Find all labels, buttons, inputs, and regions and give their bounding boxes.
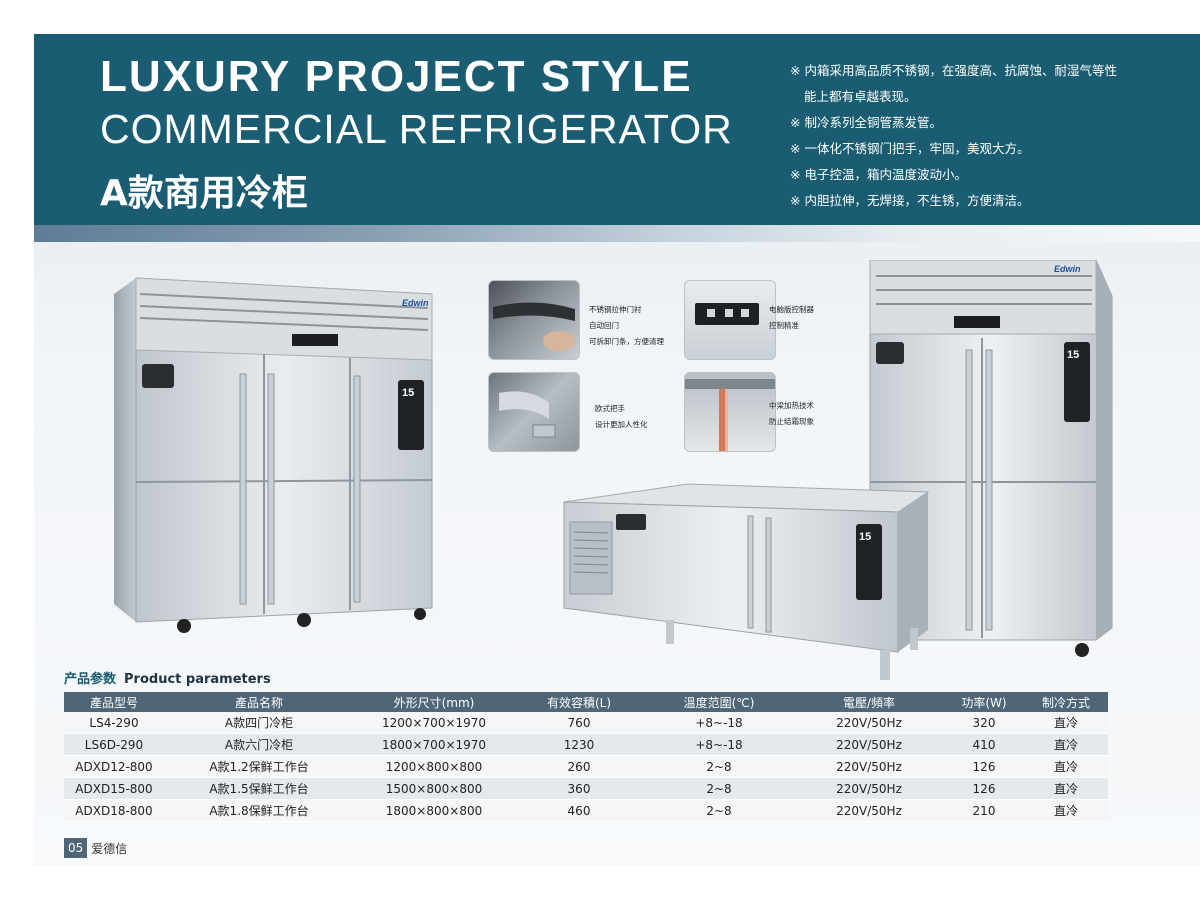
inset-caption-heating-beam: 中梁加热技术 防止结霜现象 bbox=[769, 398, 814, 430]
column-header: 制冷方式 bbox=[1024, 692, 1108, 712]
table-cell: LS4-290 bbox=[64, 712, 164, 734]
column-header: 產品名称 bbox=[164, 692, 354, 712]
caption-line: 不锈钢拉伸门衬 bbox=[589, 305, 642, 314]
workbench-fridge-image: 15 bbox=[563, 483, 930, 680]
table-cell: 220V/50Hz bbox=[794, 755, 944, 778]
table-cell: 2~8 bbox=[644, 799, 794, 822]
table-cell: A款六门冷柜 bbox=[164, 733, 354, 756]
six-door-fridge-image: Edwin 15 bbox=[114, 277, 433, 633]
table-cell: ADXD15-800 bbox=[64, 777, 164, 800]
table-cell: 直冷 bbox=[1024, 712, 1108, 734]
table-cell: 1230 bbox=[514, 733, 644, 756]
inset-caption-door-liner: 不锈钢拉伸门衬 自动回门 可拆卸门条，方便清理 bbox=[589, 302, 664, 350]
column-header: 外形尺寸(mm) bbox=[354, 692, 514, 712]
table-cell: 直冷 bbox=[1024, 755, 1108, 778]
feature-list: ※ 内箱采用高品质不锈钢，在强度高、抗腐蚀、耐湿气等性 能上都有卓越表现。 ※ … bbox=[790, 58, 1190, 214]
column-header: 溫度范圍(℃) bbox=[644, 692, 794, 712]
title-chinese: A款商用冷柜 bbox=[100, 173, 308, 214]
table-row: LS6D-290 A款六门冷柜 1800×700×1970 1230 +8~-1… bbox=[64, 733, 1108, 756]
feature-item: ※ 制冷系列全铜管蒸发管。 bbox=[790, 115, 942, 130]
table-cell: ADXD18-800 bbox=[64, 799, 164, 822]
feature-item: 能上都有卓越表现。 bbox=[804, 89, 917, 104]
column-header: 有效容積(L) bbox=[514, 692, 644, 712]
door-liner-inset-image bbox=[488, 280, 580, 360]
feature-item: ※ 电子控温，箱内温度波动小。 bbox=[790, 167, 967, 182]
catalog-page: LUXURY PROJECT STYLE COMMERCIAL REFRIGER… bbox=[34, 34, 1200, 866]
table-cell: 直冷 bbox=[1024, 799, 1108, 822]
table-cell: A款四门冷柜 bbox=[164, 712, 354, 734]
table-cell: A款1.5保鲜工作台 bbox=[164, 777, 354, 800]
table-cell: +8~-18 bbox=[644, 712, 794, 734]
controller-inset-image bbox=[684, 280, 776, 360]
brand-logo: Edwin bbox=[1054, 264, 1081, 274]
column-header: 產品型号 bbox=[64, 692, 164, 712]
table-row: ADXD18-800 A款1.8保鲜工作台 1800×800×800 460 2… bbox=[64, 799, 1108, 822]
page-number: 05 bbox=[64, 838, 88, 858]
feature-item: ※ 内胆拉伸，无焊接，不生锈，方便清洁。 bbox=[790, 193, 1030, 208]
table-row: ADXD15-800 A款1.5保鲜工作台 1500×800×800 360 2… bbox=[64, 777, 1108, 800]
table-cell: 220V/50Hz bbox=[794, 712, 944, 734]
table-row: ADXD12-800 A款1.2保鲜工作台 1200×800×800 260 2… bbox=[64, 755, 1108, 778]
footer-brand: 爱德信 bbox=[91, 841, 128, 856]
product-parameters-table: 產品型号 產品名称 外形尺寸(mm) 有效容積(L) 溫度范圍(℃) 電壓/頻率… bbox=[64, 692, 1108, 822]
table-cell: 320 bbox=[944, 712, 1024, 734]
caption-line: 自动回门 bbox=[589, 321, 619, 330]
title-line-1: LUXURY PROJECT STYLE bbox=[100, 52, 693, 101]
inset-caption-controller: 电脑版控制器 控制精准 bbox=[769, 302, 814, 334]
feature-item: ※ 内箱采用高品质不锈钢，在强度高、抗腐蚀、耐湿气等性 bbox=[790, 63, 1117, 78]
table-cell: LS6D-290 bbox=[64, 733, 164, 756]
table-cell: 直冷 bbox=[1024, 777, 1108, 800]
table-cell: A款1.2保鲜工作台 bbox=[164, 755, 354, 778]
four-door-fridge-image: Edwin 15 bbox=[869, 260, 1113, 657]
banner-gradient-strip bbox=[34, 225, 1200, 242]
table-row: LS4-290 A款四门冷柜 1200×700×1970 760 +8~-18 … bbox=[64, 712, 1108, 734]
caption-line: 设计更加人性化 bbox=[595, 420, 648, 429]
table-cell: 126 bbox=[944, 755, 1024, 778]
caption-line: 电脑版控制器 bbox=[769, 305, 814, 314]
table-cell: 460 bbox=[514, 799, 644, 822]
feature-item: ※ 一体化不锈钢门把手，牢固，美观大方。 bbox=[790, 141, 1030, 156]
handle-inset-image bbox=[488, 372, 580, 452]
caption-line: 欧式把手 bbox=[595, 404, 625, 413]
caption-line: 中梁加热技术 bbox=[769, 401, 814, 410]
table-cell: 1500×800×800 bbox=[354, 777, 514, 800]
table-cell: 260 bbox=[514, 755, 644, 778]
table-cell: 220V/50Hz bbox=[794, 799, 944, 822]
badge-label: 15 bbox=[1067, 349, 1079, 361]
inset-caption-handle: 欧式把手 设计更加人性化 bbox=[595, 401, 648, 433]
caption-line: 防止结霜现象 bbox=[769, 417, 814, 426]
params-heading-cn: 产品参数 bbox=[64, 672, 117, 687]
table-cell: 410 bbox=[944, 733, 1024, 756]
table-cell: 210 bbox=[944, 799, 1024, 822]
heating-beam-inset-image bbox=[684, 372, 776, 452]
table-cell: 220V/50Hz bbox=[794, 777, 944, 800]
title-line-2: COMMERCIAL REFRIGERATOR bbox=[100, 106, 733, 152]
table-cell: A款1.8保鲜工作台 bbox=[164, 799, 354, 822]
table-cell: 1200×800×800 bbox=[354, 755, 514, 778]
column-header: 電壓/頻率 bbox=[794, 692, 944, 712]
caption-line: 控制精准 bbox=[769, 321, 799, 330]
params-heading: 产品参数 Product parameters bbox=[64, 668, 271, 687]
header-banner bbox=[34, 34, 1200, 225]
params-heading-en: Product parameters bbox=[124, 672, 271, 687]
table-cell: 1200×700×1970 bbox=[354, 712, 514, 734]
table-cell: 126 bbox=[944, 777, 1024, 800]
caption-line: 可拆卸门条，方便清理 bbox=[589, 337, 664, 346]
table-cell: 2~8 bbox=[644, 777, 794, 800]
table-cell: ADXD12-800 bbox=[64, 755, 164, 778]
badge-label: 15 bbox=[402, 387, 414, 399]
brand-logo: Edwin bbox=[402, 298, 429, 308]
table-cell: +8~-18 bbox=[644, 733, 794, 756]
table-cell: 220V/50Hz bbox=[794, 733, 944, 756]
table-cell: 1800×700×1970 bbox=[354, 733, 514, 756]
table-cell: 2~8 bbox=[644, 755, 794, 778]
column-header: 功率(W) bbox=[944, 692, 1024, 712]
table-cell: 1800×800×800 bbox=[354, 799, 514, 822]
table-cell: 760 bbox=[514, 712, 644, 734]
table-cell: 直冷 bbox=[1024, 733, 1108, 756]
badge-label: 15 bbox=[859, 531, 871, 543]
table-header-row: 產品型号 產品名称 外形尺寸(mm) 有效容積(L) 溫度范圍(℃) 電壓/頻率… bbox=[64, 692, 1108, 712]
table-cell: 360 bbox=[514, 777, 644, 800]
page-footer: 05 爱德信 bbox=[64, 838, 127, 858]
